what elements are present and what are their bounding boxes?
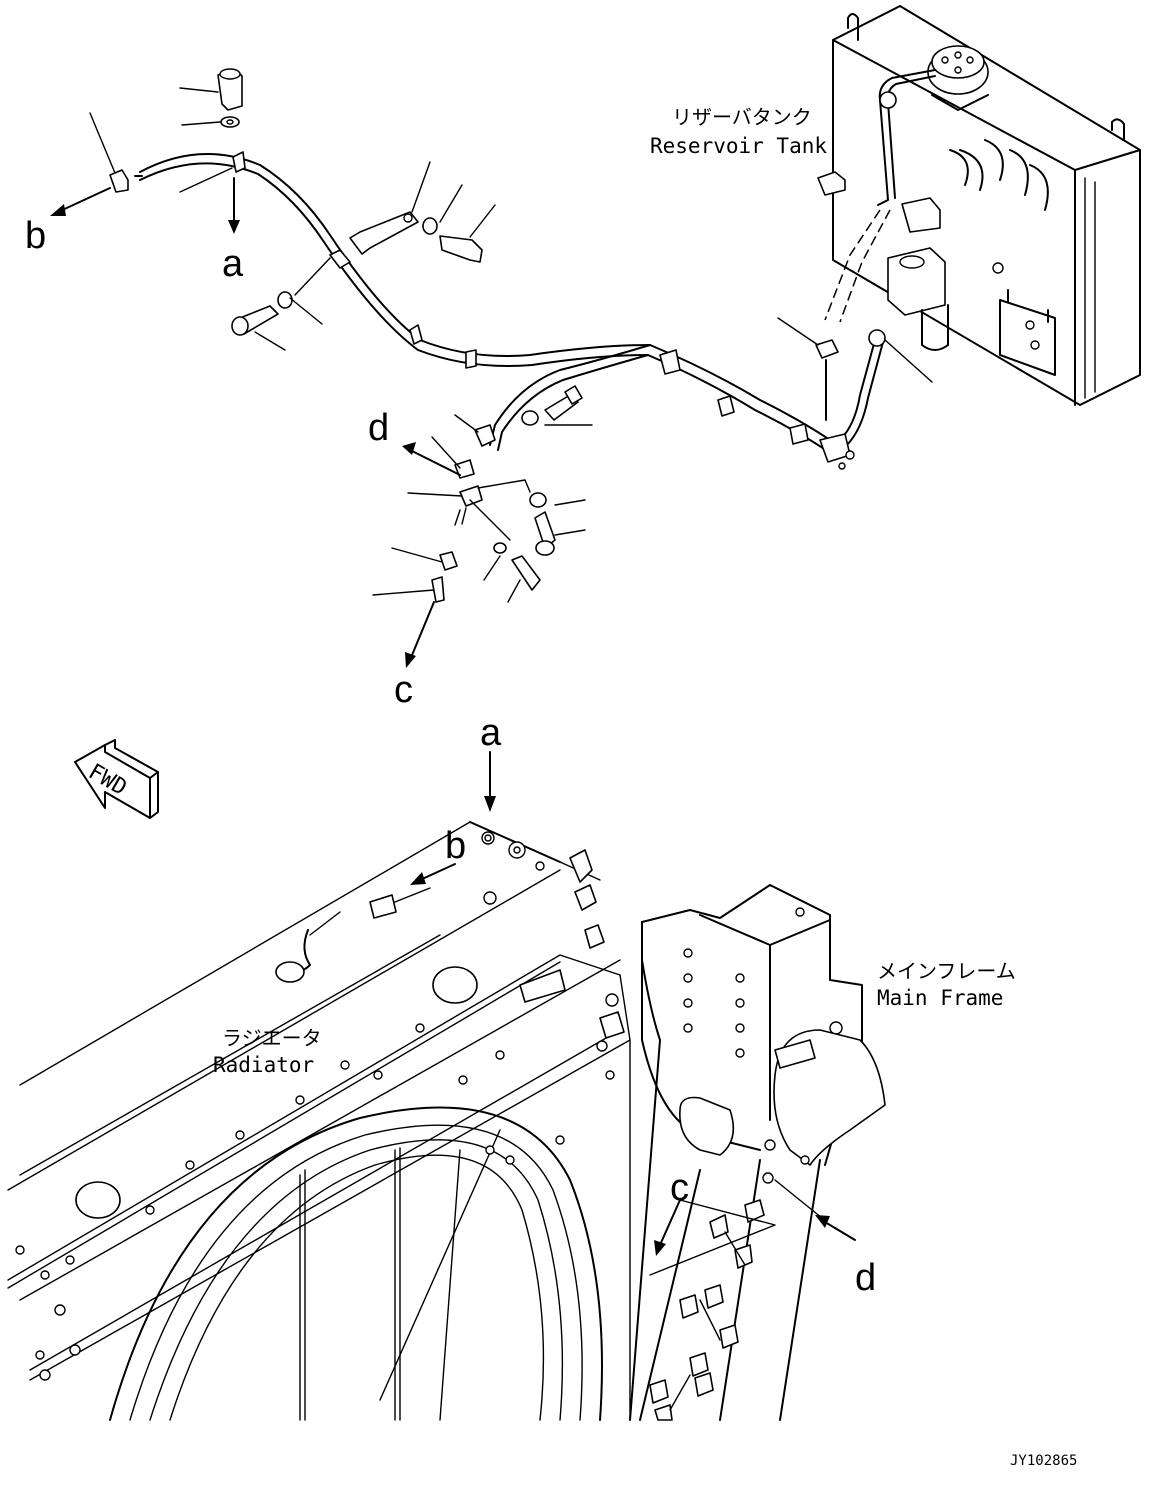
fwd-arrow-icon: FWD bbox=[74, 739, 159, 819]
callout-d-upper: d bbox=[368, 407, 389, 449]
radiator-label-en: Radiator bbox=[213, 1053, 314, 1077]
main-frame-label-en: Main Frame bbox=[877, 986, 1003, 1010]
drawing-number: JY102865 bbox=[1010, 1453, 1077, 1469]
main-frame-label-jp: メインフレーム bbox=[877, 959, 1016, 983]
main-frame bbox=[629, 884, 886, 1421]
callout-b-upper: b bbox=[25, 215, 46, 257]
callout-a-lower: a bbox=[480, 712, 502, 754]
callout-c-upper: c bbox=[394, 669, 413, 711]
callout-b-lower: b bbox=[445, 825, 466, 867]
radiator-label-jp: ラジエータ bbox=[222, 1026, 322, 1050]
callout-d-lower: d bbox=[855, 1257, 876, 1299]
radiator bbox=[7, 821, 631, 1421]
leader-lines-upper bbox=[89, 87, 933, 603]
callout-a-upper: a bbox=[222, 243, 244, 285]
reservoir-tank-label-en: Reservoir Tank bbox=[650, 134, 827, 158]
reservoir-tank-label-jp: リザーバタンク bbox=[672, 105, 812, 129]
reservoir-tank bbox=[817, 5, 1141, 406]
fwd-label: FWD bbox=[84, 759, 131, 801]
callout-c-lower: c bbox=[670, 1167, 689, 1209]
